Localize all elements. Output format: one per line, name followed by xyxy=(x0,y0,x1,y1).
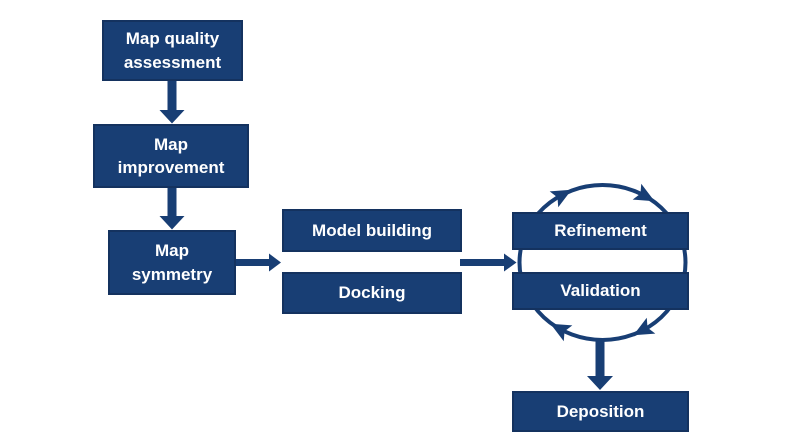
arrow-cycle-to-deposition-icon xyxy=(587,340,613,390)
cycle-arrowhead-bottom-right-icon xyxy=(633,317,656,336)
node-refinement: Refinement xyxy=(512,212,689,250)
arrow-symmetry-to-modelbuilding-icon xyxy=(236,253,281,272)
node-map-improvement: Map improvement xyxy=(93,124,249,188)
cycle-gap-mask xyxy=(523,250,682,273)
node-map-symmetry: Map symmetry xyxy=(108,230,236,295)
node-deposition: Deposition xyxy=(512,391,689,432)
arrow-improvement-to-symmetry-icon xyxy=(159,186,185,230)
cycle-arrowhead-bottom-left-icon xyxy=(550,323,573,342)
node-validation: Validation xyxy=(512,272,689,310)
cycle-arrowhead-top-left-icon xyxy=(549,189,572,208)
arrow-docking-to-refinement-icon xyxy=(460,253,517,272)
cycle-arrowhead-top-right-icon xyxy=(632,183,655,202)
arrow-quality-to-improvement-icon xyxy=(159,80,185,124)
node-map-quality-assessment: Map quality assessment xyxy=(102,20,243,81)
node-model-building: Model building xyxy=(282,209,462,252)
node-docking: Docking xyxy=(282,272,462,314)
